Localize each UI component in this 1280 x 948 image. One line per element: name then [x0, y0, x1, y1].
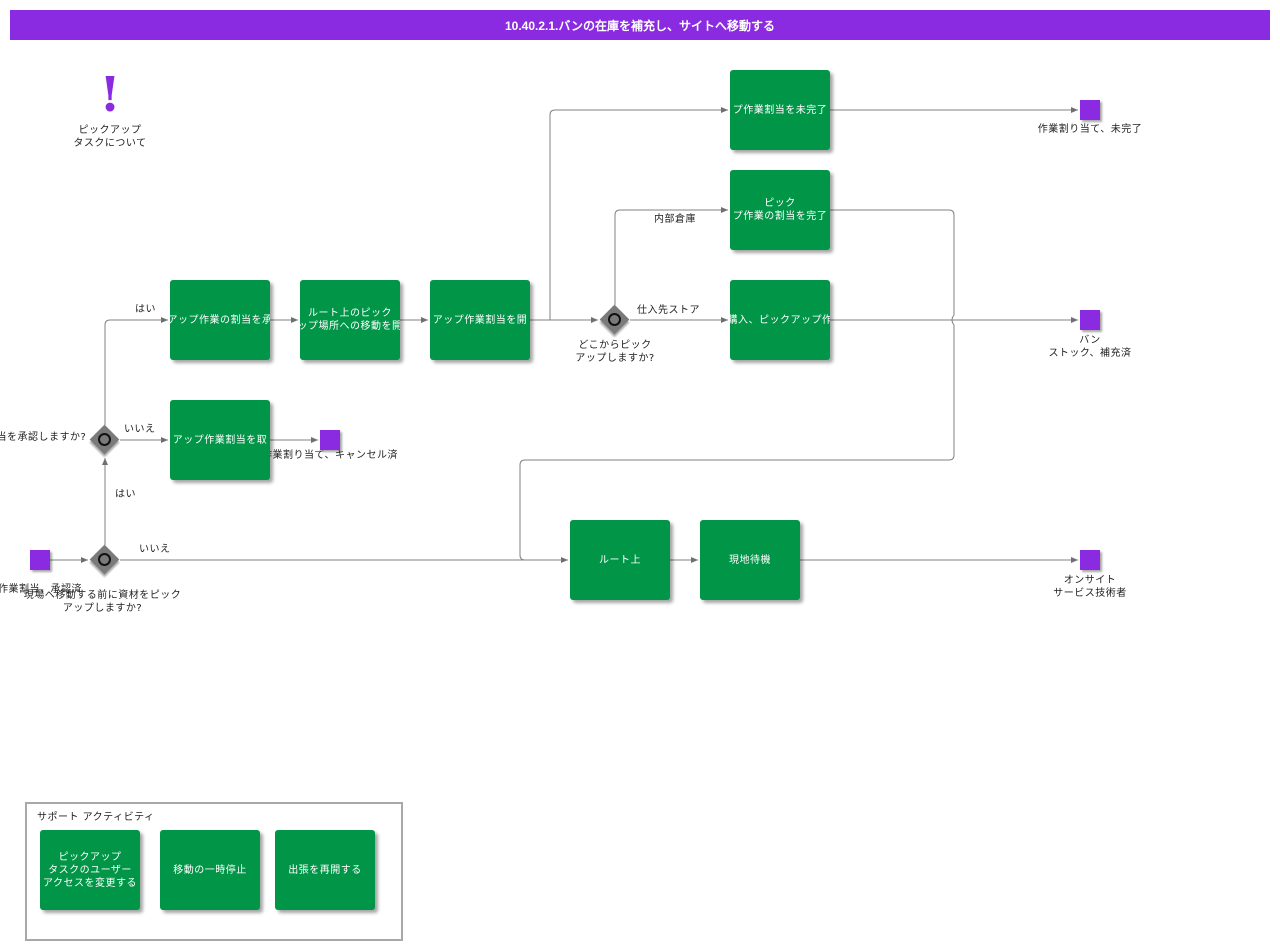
task-accept-pickup-assignment[interactable]: アップ作業の割当を承	[170, 280, 270, 360]
info-label: ピックアップ タスクについて	[73, 125, 147, 149]
support-task-change-user-access[interactable]: ピックアップ タスクのユーザー アクセスを変更する	[40, 830, 140, 910]
task-mark-assignment-incomplete[interactable]: プ作業割当を未完了	[730, 70, 830, 150]
restocked-end-label: バン ストック、補充済	[1048, 335, 1132, 359]
edge-label-internal-warehouse: 内部倉庫	[654, 214, 696, 225]
cancelled-end-label: 作業割り当て、キャンセル済	[262, 450, 398, 461]
task-complete-pickup-assignment[interactable]: ピック プ作業の割当を完了	[730, 170, 830, 250]
task-purchase-and-pickup[interactable]: 購入、ピックアップ作	[730, 280, 830, 360]
start-event	[30, 550, 50, 570]
task-wait-onsite[interactable]: 現地待機	[700, 520, 800, 600]
task-open-pickup-assignment[interactable]: アップ作業割当を開	[430, 280, 530, 360]
gateway-approve-assignment-label: 作業割当を承認しますか?	[0, 432, 87, 443]
edge-label-no: いいえ	[139, 544, 171, 555]
task-cancel-pickup-assignment[interactable]: アップ作業割当を取	[170, 400, 270, 480]
task-start-travel-to-pickup[interactable]: ルート上のピック アップ場所への移動を開始	[300, 280, 400, 360]
info-icon[interactable]: !	[99, 67, 121, 123]
restocked-end-event	[1080, 310, 1100, 330]
edge-label-no: いいえ	[124, 424, 156, 435]
incomplete-end-event	[1080, 100, 1100, 120]
onsite-end-event	[1080, 550, 1100, 570]
gateway-pickup-source-label: どこからピック アップしますか?	[575, 340, 655, 364]
gateway-pickup-before-travel-label: 現場へ移動する前に資材をピック アップしますか?	[23, 590, 182, 614]
edge-label-yes: はい	[115, 489, 136, 500]
edge-label-vendor-store: 仕入先ストア	[637, 305, 700, 316]
support-task-pause-travel[interactable]: 移動の一時停止	[160, 830, 260, 910]
start-event-label: 作業割当、承認済	[0, 584, 82, 595]
cancelled-end-event	[320, 430, 340, 450]
support-activities-title: サポート アクティビティ	[37, 812, 155, 823]
edge-label-yes: はい	[135, 304, 156, 315]
support-task-resume-trip[interactable]: 出張を再開する	[275, 830, 375, 910]
onsite-end-label: オンサイト サービス技術者	[1053, 575, 1127, 599]
diagram-title: 10.40.2.1.バンの在庫を補充し、サイトへ移動する	[10, 10, 1270, 40]
task-en-route[interactable]: ルート上	[570, 520, 670, 600]
incomplete-end-label: 作業割り当て、未完了	[1037, 124, 1143, 135]
